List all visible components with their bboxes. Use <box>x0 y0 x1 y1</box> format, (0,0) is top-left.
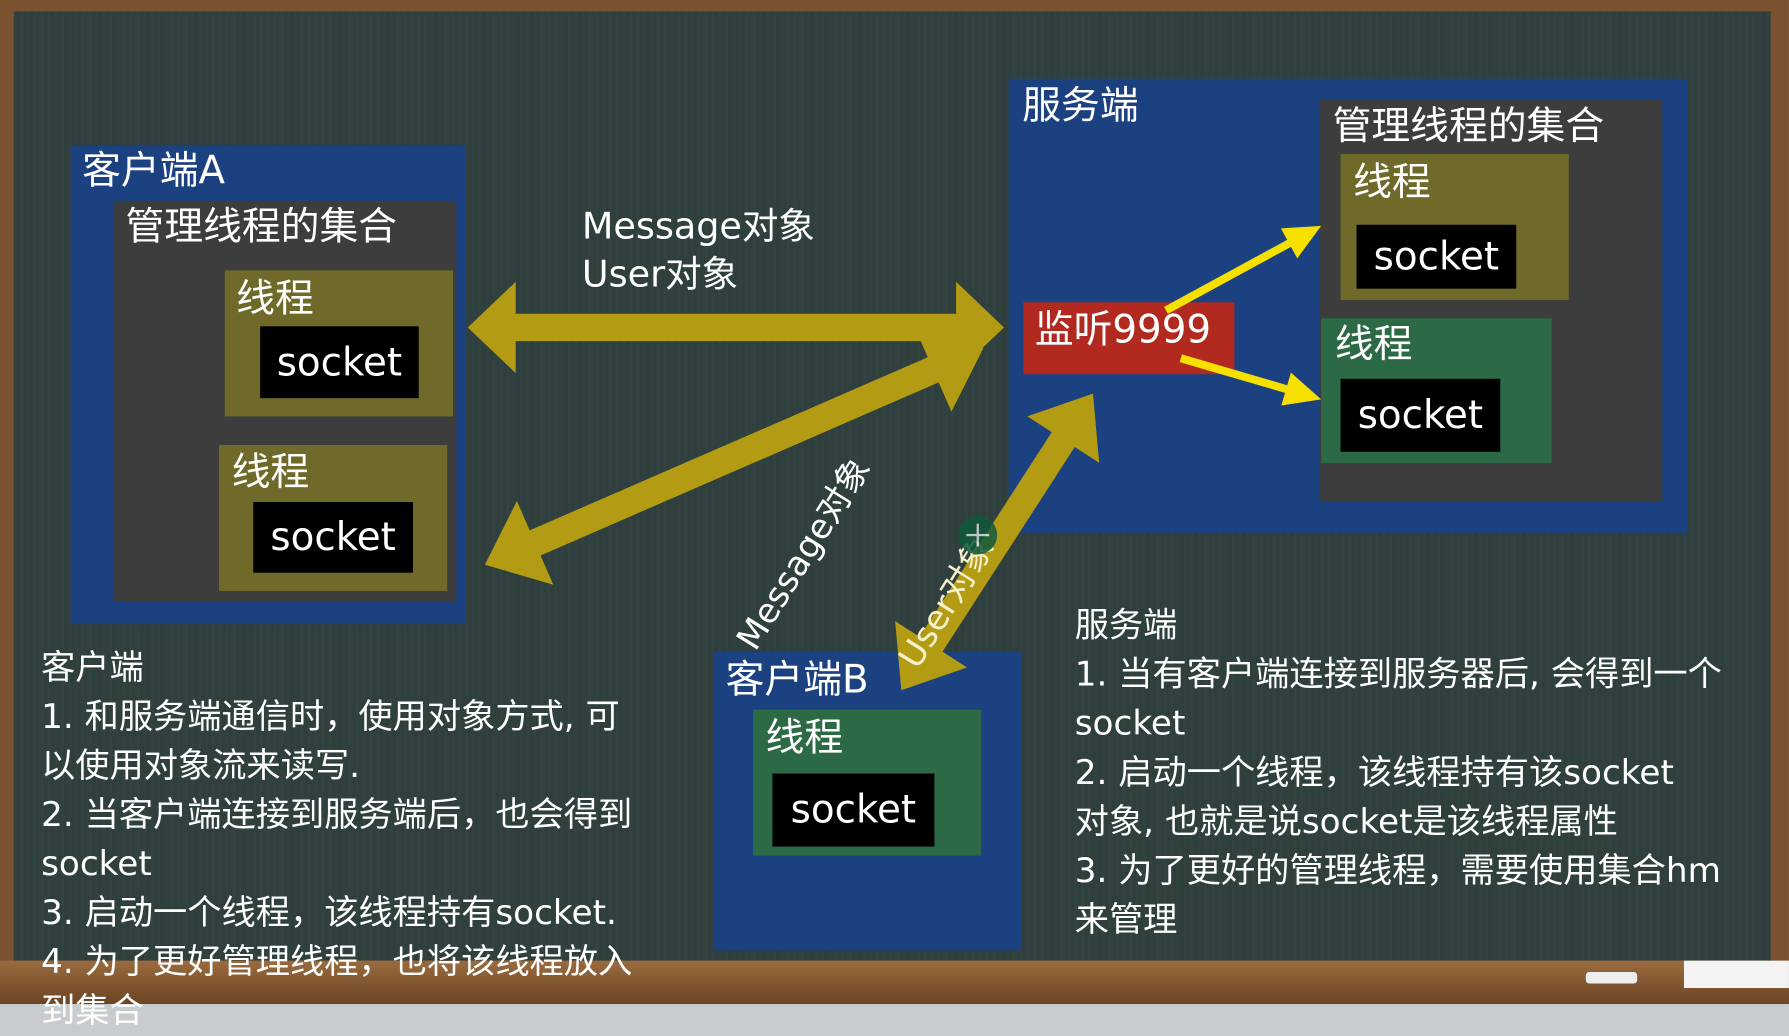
client-a-set-label: 管理线程的集合 <box>125 204 398 250</box>
socket-box: socket <box>1356 224 1517 289</box>
listen-to-thread2-arrow <box>1179 354 1322 406</box>
arrow-label-user: User对象 <box>581 252 739 296</box>
note-line: 3. 启动一个线程，该线程持有socket. <box>41 893 617 934</box>
client-a-server-arrow <box>467 281 1004 374</box>
client-b-title: 客户端B <box>725 657 869 703</box>
server-notes-title: 服务端 <box>1074 605 1178 646</box>
move-cursor-icon <box>958 515 998 555</box>
note-line: 1. 当有客户端连接到服务器后, 会得到一个 <box>1074 654 1722 695</box>
note-line: socket <box>41 844 152 885</box>
thread-label: 线程 <box>231 449 310 496</box>
socket-box: socket <box>772 773 935 847</box>
client-b-server-arrow <box>895 393 1100 691</box>
thread-label: 线程 <box>1353 159 1431 206</box>
note-line: 4. 为了更好管理线程，也将该线程放入 <box>41 942 633 983</box>
eraser <box>1683 960 1789 989</box>
socket-box: socket <box>260 326 419 399</box>
socket-box: socket <box>1340 378 1501 452</box>
note-line: socket <box>1074 703 1186 744</box>
note-line: 3. 为了更好的管理线程，需要使用集合hm <box>1074 851 1721 892</box>
chalk-ledge <box>0 960 1789 1004</box>
server-set-label: 管理线程的集合 <box>1332 103 1605 150</box>
listen-port-label: 监听9999 <box>1034 306 1212 353</box>
server-title: 服务端 <box>1022 83 1139 129</box>
thread-label: 线程 <box>236 276 314 322</box>
thread-label: 线程 <box>765 715 844 761</box>
arrow-label-message: Message对象 <box>581 204 815 248</box>
note-line: 以使用对象流来读写. <box>41 746 361 787</box>
client-notes: 客户端 1. 和服务端通信时，使用对象方式, 可 以使用对象流来读写. 2. 当… <box>41 643 632 1035</box>
client-a-thread2-server-arrow <box>484 327 984 585</box>
socket-box: socket <box>253 501 414 573</box>
note-line: 2. 当客户端连接到服务端后，也会得到 <box>41 795 633 836</box>
chalk <box>1585 972 1638 984</box>
note-line: 2. 启动一个线程，该线程持有该socket <box>1074 752 1674 793</box>
note-line: 来管理 <box>1074 900 1178 941</box>
note-line: 对象, 也就是说socket是该线程属性 <box>1074 802 1618 842</box>
note-line: 1. 和服务端通信时，使用对象方式, 可 <box>41 697 620 738</box>
server-notes: 服务端 1. 当有客户端连接到服务器后, 会得到一个 socket 2. 启动一… <box>1075 601 1722 944</box>
listen-to-thread1-arrow <box>1164 225 1322 314</box>
note-line: 到集合 <box>41 991 144 1032</box>
thread-label: 线程 <box>1334 321 1413 368</box>
client-a-title: 客户端A <box>82 148 226 194</box>
client-notes-title: 客户端 <box>41 648 144 688</box>
